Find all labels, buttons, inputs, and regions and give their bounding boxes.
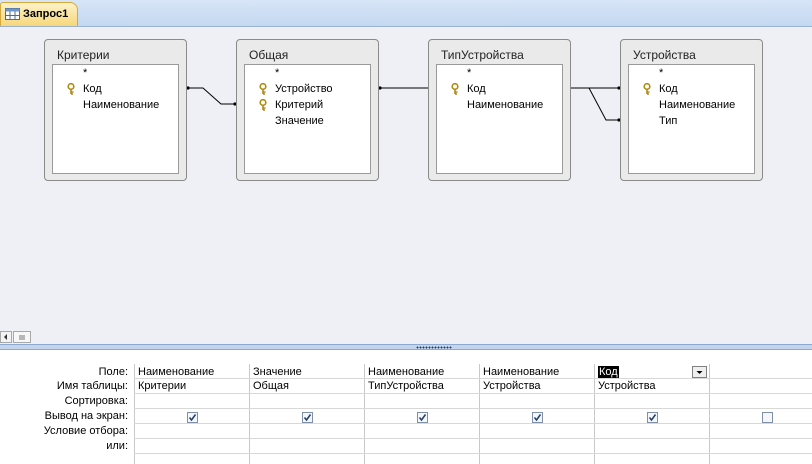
query-design-pane[interactable]: Критерии * Код Наименование Общая * Устр… bbox=[0, 27, 812, 330]
arrow-left-icon bbox=[4, 334, 7, 340]
scroll-thumb[interactable] bbox=[13, 331, 31, 343]
field-item[interactable]: * bbox=[467, 67, 472, 79]
grid-table-cell[interactable]: ТипУстройства bbox=[368, 380, 444, 392]
field-dropdown-button[interactable] bbox=[692, 366, 707, 378]
query-design-grid: Поле: Имя таблицы: Сортировка: Вывод на … bbox=[0, 350, 812, 464]
table-criteria[interactable]: Критерии * Код Наименование bbox=[44, 39, 187, 181]
query-icon bbox=[5, 8, 20, 20]
table-title: ТипУстройства bbox=[441, 48, 524, 62]
field-item[interactable]: * bbox=[83, 67, 88, 79]
field-item[interactable]: * bbox=[275, 67, 280, 79]
scroll-left-button[interactable] bbox=[0, 331, 12, 343]
field-item[interactable]: Тип bbox=[659, 115, 678, 127]
key-icon bbox=[259, 83, 267, 95]
key-icon bbox=[643, 83, 651, 95]
show-checkbox[interactable] bbox=[647, 412, 658, 423]
field-list[interactable]: * Код Наименование bbox=[52, 64, 179, 174]
grid-table-cell[interactable]: Критерии bbox=[138, 380, 187, 392]
table-device-type[interactable]: ТипУстройства * Код Наименование bbox=[428, 39, 571, 181]
table-devices[interactable]: Устройства * Код Наименование Тип bbox=[620, 39, 763, 181]
grid-field-cell-active[interactable]: Код bbox=[598, 366, 619, 378]
field-item[interactable]: Критерий bbox=[275, 99, 324, 111]
checkmark-icon bbox=[648, 414, 657, 422]
field-item[interactable]: Значение bbox=[275, 115, 324, 127]
document-tab-strip: Запрос1 bbox=[0, 0, 812, 27]
grid-field-cell[interactable]: Значение bbox=[253, 366, 302, 378]
field-item[interactable]: Наименование bbox=[83, 99, 160, 111]
table-title: Устройства bbox=[633, 48, 696, 62]
tab-label: Запрос1 bbox=[23, 8, 69, 20]
field-item[interactable]: Наименование bbox=[467, 99, 544, 111]
row-label-show: Вывод на экран: bbox=[44, 410, 128, 422]
field-list[interactable]: * Код Наименование Тип bbox=[628, 64, 755, 174]
relationship-line-type-2 bbox=[588, 87, 619, 121]
checkmark-icon bbox=[418, 414, 427, 422]
grid-field-cell[interactable]: Наименование bbox=[483, 366, 560, 378]
tab-query1[interactable]: Запрос1 bbox=[0, 2, 78, 26]
checkmark-icon bbox=[303, 414, 312, 422]
table-title: Критерии bbox=[57, 48, 110, 62]
checkmark-icon bbox=[533, 414, 542, 422]
grid-field-cell[interactable]: Наименование bbox=[138, 366, 215, 378]
key-icon bbox=[259, 99, 267, 111]
field-list[interactable]: * Устройство Критерий Значение bbox=[244, 64, 371, 174]
field-item[interactable]: Код bbox=[659, 83, 678, 95]
show-checkbox[interactable] bbox=[302, 412, 313, 423]
field-list[interactable]: * Код Наименование bbox=[436, 64, 563, 174]
show-checkbox[interactable] bbox=[417, 412, 428, 423]
checkmark-icon bbox=[188, 414, 197, 422]
field-item[interactable]: * bbox=[659, 67, 664, 79]
row-label-criteria: Условие отбора: bbox=[43, 425, 128, 437]
grid-table-cell[interactable]: Общая bbox=[253, 380, 289, 392]
key-icon bbox=[67, 83, 75, 95]
design-horizontal-scrollbar[interactable] bbox=[0, 330, 812, 344]
grip-icon bbox=[19, 335, 25, 340]
show-checkbox[interactable] bbox=[187, 412, 198, 423]
grid-table-cell[interactable]: Устройства bbox=[483, 380, 541, 392]
grid-table-cell[interactable]: Устройства bbox=[598, 380, 656, 392]
show-checkbox-unchecked[interactable] bbox=[762, 412, 773, 423]
field-item[interactable]: Код bbox=[83, 83, 102, 95]
field-item[interactable]: Устройство bbox=[275, 83, 333, 95]
row-label-or: или: bbox=[106, 440, 128, 452]
field-item[interactable]: Наименование bbox=[659, 99, 736, 111]
show-checkbox[interactable] bbox=[532, 412, 543, 423]
table-general[interactable]: Общая * Устройство Критерий Значение bbox=[236, 39, 379, 181]
grid-field-cell[interactable]: Наименование bbox=[368, 366, 445, 378]
relationship-line-criteria bbox=[187, 87, 235, 105]
key-icon bbox=[451, 83, 459, 95]
row-label-field: Поле: bbox=[98, 366, 128, 378]
selected-field-text: Код bbox=[598, 366, 619, 378]
pane-splitter[interactable] bbox=[0, 344, 812, 350]
chevron-down-icon bbox=[696, 371, 703, 374]
row-label-sort: Сортировка: bbox=[64, 395, 128, 407]
field-item[interactable]: Код bbox=[467, 83, 486, 95]
splitter-grip-icon bbox=[416, 346, 452, 349]
row-label-table: Имя таблицы: bbox=[56, 380, 128, 392]
table-title: Общая bbox=[249, 48, 289, 62]
